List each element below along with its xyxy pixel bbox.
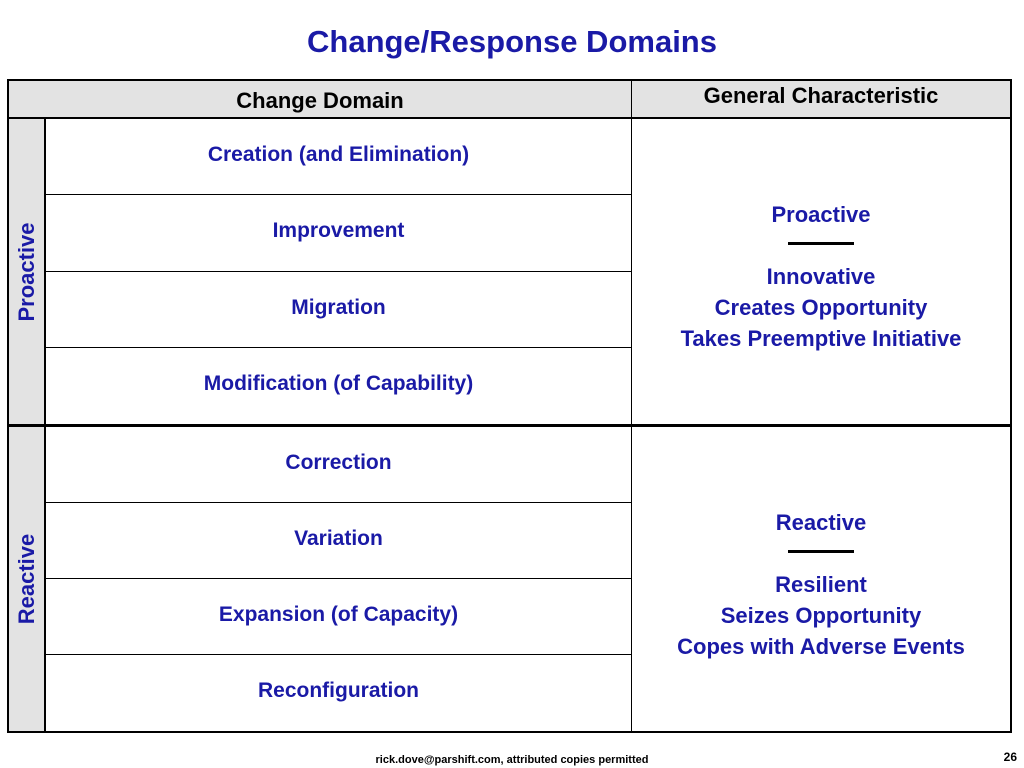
- characteristic-line: Resilient: [775, 572, 867, 597]
- reactive-domain-list: Correction Variation Expansion (of Capac…: [46, 427, 632, 731]
- reactive-characteristic-text: Reactive Resilient Seizes Opportunity Co…: [632, 508, 1010, 662]
- domain-cell: Creation (and Elimination): [207, 143, 470, 166]
- table-row: Correction: [46, 427, 631, 503]
- table-header-row: Change Domain General Characteristic: [9, 81, 1010, 119]
- header-change-domain: Change Domain: [9, 81, 632, 117]
- domain-cell: Expansion (of Capacity): [218, 603, 459, 626]
- domain-cell: Reconfiguration: [258, 679, 419, 702]
- domain-cell: Variation: [294, 527, 383, 550]
- proactive-characteristic-heading: Proactive: [771, 202, 871, 227]
- characteristic-line: Seizes Opportunity: [720, 603, 922, 628]
- reactive-characteristic-cell: Reactive Resilient Seizes Opportunity Co…: [632, 427, 1010, 731]
- domain-cell: Correction: [285, 451, 392, 474]
- reactive-side-cell: Reactive: [9, 427, 46, 731]
- header-general-characteristic: General Characteristic: [703, 83, 939, 108]
- change-response-table: Change Domain General Characteristic Pro…: [7, 79, 1012, 733]
- table-row: Creation (and Elimination): [46, 119, 631, 196]
- characteristic-line: Innovative: [766, 264, 876, 289]
- divider-rule: [788, 242, 854, 245]
- proactive-section: Proactive Creation (and Elimination) Imp…: [9, 119, 1010, 427]
- reactive-characteristic-heading: Reactive: [775, 510, 867, 535]
- footer-credit: rick.dove@parshift.com, attributed copie…: [375, 754, 649, 766]
- page-number: 26: [1003, 750, 1017, 764]
- table-row: Expansion (of Capacity): [46, 579, 631, 655]
- divider-rule: [788, 550, 854, 553]
- reactive-side-label: Reactive: [13, 533, 39, 625]
- domain-cell: Migration: [291, 295, 386, 319]
- table-row: Variation: [46, 503, 631, 579]
- table-row: Migration: [46, 272, 631, 348]
- characteristic-line: Creates Opportunity: [714, 295, 928, 320]
- domain-cell: Modification (of Capability): [203, 371, 474, 395]
- domain-cell: Improvement: [272, 219, 405, 243]
- table-row: Reconfiguration: [46, 655, 631, 731]
- characteristic-line: Copes with Adverse Events: [677, 634, 965, 659]
- proactive-side-cell: Proactive: [9, 119, 46, 424]
- proactive-side-label: Proactive: [13, 221, 39, 322]
- proactive-characteristic-cell: Proactive Innovative Creates Opportunity…: [632, 119, 1010, 424]
- reactive-section: Reactive Correction Variation Expansion …: [9, 427, 1010, 731]
- characteristic-line: Takes Preemptive Initiative: [680, 326, 962, 351]
- table-row: Improvement: [46, 195, 631, 272]
- table-row: Modification (of Capability): [46, 348, 631, 424]
- slide-title: Change/Response Domains: [307, 24, 717, 59]
- proactive-domain-list: Creation (and Elimination) Improvement M…: [46, 119, 632, 424]
- proactive-characteristic-text: Proactive Innovative Creates Opportunity…: [632, 200, 1010, 354]
